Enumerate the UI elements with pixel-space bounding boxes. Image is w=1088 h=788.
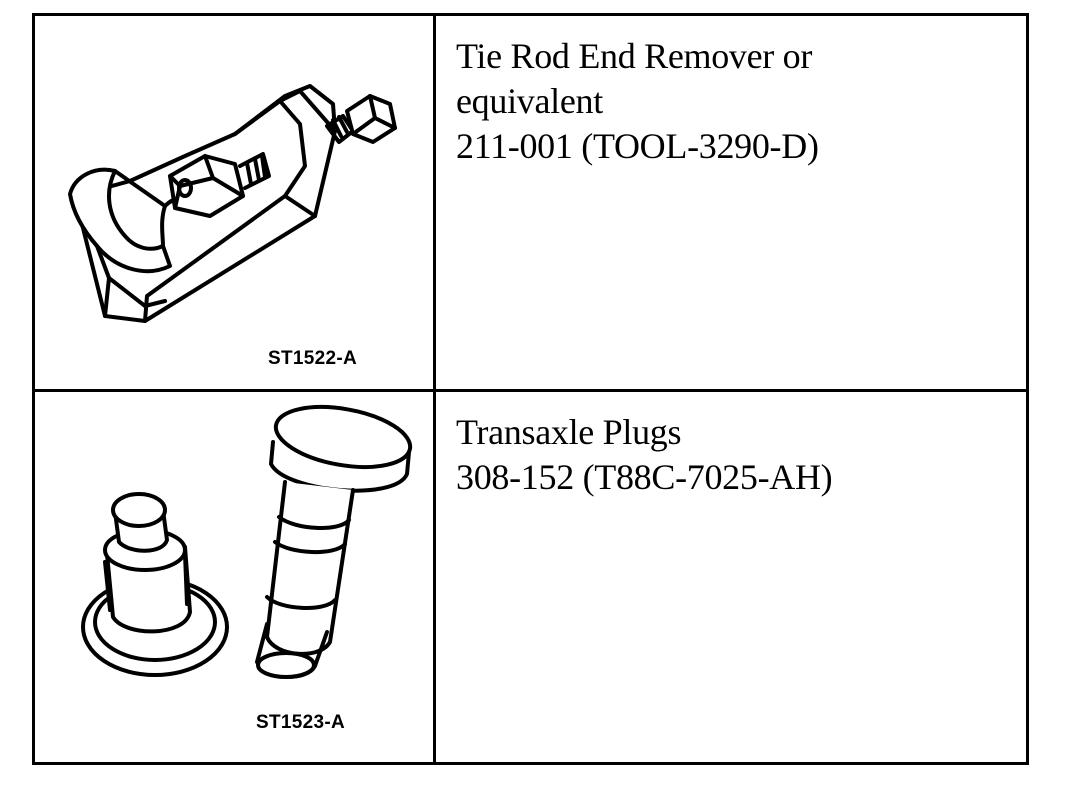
tool-illustration-cell: ST1522-A [35, 16, 436, 389]
tool-description-cell: Transaxle Plugs 308-152 (T88C-7025-AH) [436, 392, 1026, 762]
tool-part-number: 308-152 (T88C-7025-AH) [456, 457, 833, 497]
figure-code: ST1522-A [268, 348, 357, 369]
tie-rod-end-remover-icon [68, 84, 397, 323]
tool-name-line: Transaxle Plugs [456, 412, 682, 452]
figure-code: ST1523-A [256, 712, 345, 733]
tool-name-line: Tie Rod End Remover or [456, 36, 813, 76]
tool-part-number: 211-001 (TOOL-3290-D) [456, 126, 819, 166]
tool-illustration-cell: ST1523-A [35, 392, 436, 762]
tool-row: ST1523-A Transaxle Plugs 308-152 (T88C-7… [35, 392, 1026, 762]
transaxle-plugs-icon [81, 405, 413, 679]
special-tools-table: ST1522-A Tie Rod End Remover or equivale… [32, 13, 1029, 765]
tool-description-cell: Tie Rod End Remover or equivalent 211-00… [436, 16, 1026, 389]
tool-name-line: equivalent [456, 81, 603, 121]
tool-row: ST1522-A Tie Rod End Remover or equivale… [35, 16, 1026, 392]
